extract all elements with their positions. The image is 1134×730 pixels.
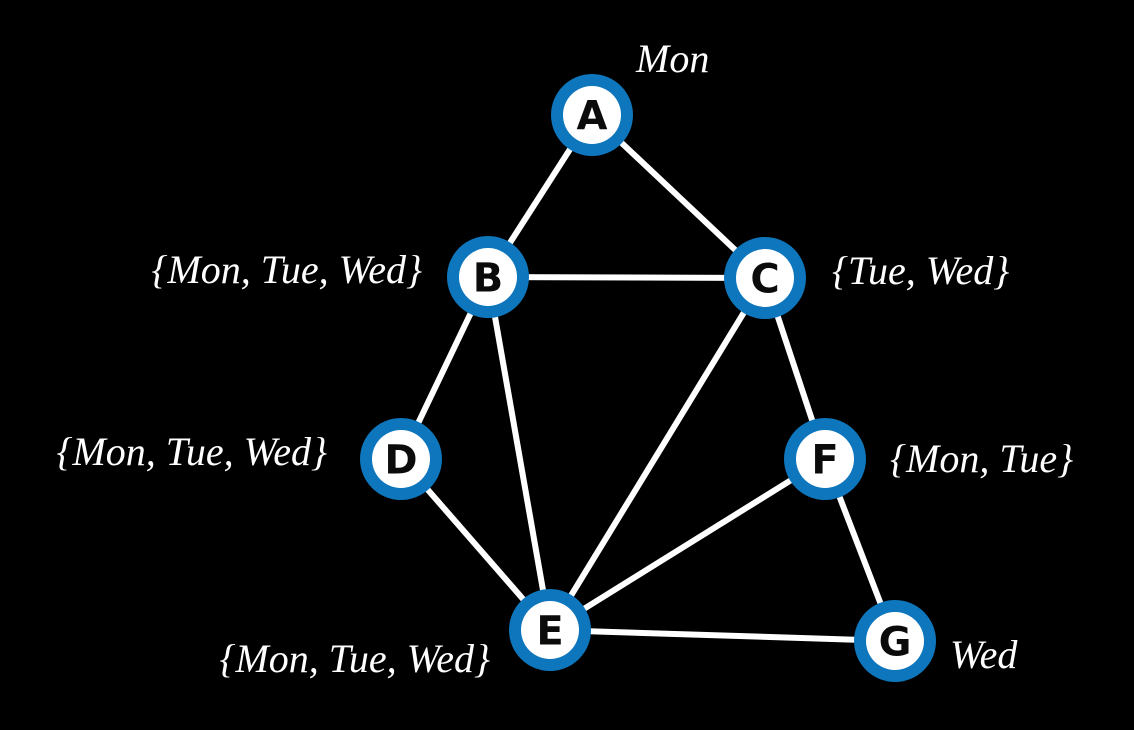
node-A-domain-label: Mon [635, 36, 709, 81]
node-A-letter: A [577, 93, 608, 139]
edge-E-G [549, 627, 896, 644]
node-A-face [563, 86, 621, 144]
node-E: E [509, 589, 591, 671]
edge-E-F [548, 456, 827, 633]
edge-B-E [485, 276, 553, 631]
node-G-letter: G [879, 619, 912, 665]
node-C-letter: C [750, 256, 779, 302]
node-D-domain-label: {Mon, Tue, Wed} [56, 429, 327, 474]
node-A: A [551, 74, 633, 156]
labels-layer: Mon {Mon, Tue, Wed} {Tue, Wed} {Mon, Tue, W… [56, 36, 1073, 681]
edge-C-E [547, 276, 768, 632]
edge-B-C [487, 274, 766, 281]
node-G-domain-label: Wed [950, 632, 1018, 677]
node-B-face [459, 248, 517, 306]
node-D: D [360, 418, 442, 500]
node-E-face [521, 601, 579, 659]
node-B-letter: B [473, 255, 504, 301]
node-F-face [796, 430, 854, 488]
node-C-domain-label: {Tue, Wed} [832, 248, 1009, 293]
node-F-domain-label: {Mon, Tue} [890, 436, 1073, 481]
node-C: C [724, 237, 806, 319]
node-B: B [447, 236, 529, 318]
node-C-face [736, 249, 794, 307]
node-E-letter: E [536, 608, 563, 654]
node-D-face [372, 430, 430, 488]
node-B-domain-label: {Mon, Tue, Wed} [151, 247, 422, 292]
node-G-face [866, 612, 924, 670]
node-F-letter: F [811, 437, 838, 483]
node-G: G [854, 600, 936, 682]
node-E-domain-label: {Mon, Tue, Wed} [219, 636, 490, 681]
nodes-layer: A B C D E F G [360, 74, 936, 682]
node-F: F [784, 418, 866, 500]
node-D-letter: D [384, 437, 417, 483]
